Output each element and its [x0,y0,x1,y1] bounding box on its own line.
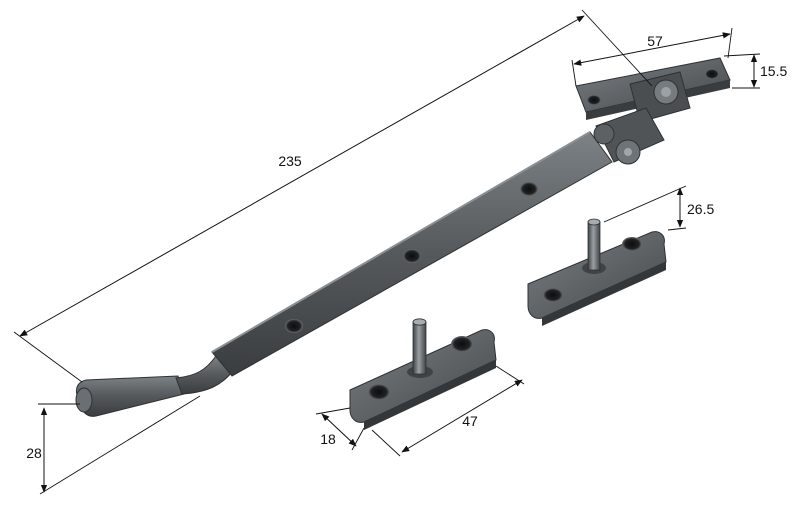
dim-plate-length: 47 [462,413,478,429]
dimension-labels: 235 57 15.5 26.5 28 18 47 [26,33,787,461]
hinge-pivot-center [661,87,671,97]
dim-plate-width-line [321,413,357,447]
countersunk-hole [451,336,473,352]
dim-hinge-height: 15.5 [760,63,787,79]
arm-bar-edge [211,131,591,353]
swivel-pivot-center [624,148,632,156]
pin-shaft [587,221,601,271]
pin-plate-right [527,218,667,326]
stay-arm [75,131,613,417]
dimension-lines [13,9,761,495]
arm-hole [285,319,303,333]
countersunk-hole [543,288,563,302]
hinge-plate-hole [587,95,601,105]
dim-hinge-width: 57 [647,33,663,49]
pin-top [587,218,601,226]
dim-hinge-width-line [573,32,731,66]
swivel-link [595,107,665,163]
arm-hole [403,249,421,263]
dim-overall-length-line [19,15,585,337]
dim-overall-length: 235 [278,153,302,169]
dim-plate-width: 18 [320,431,336,447]
swivel-knuckle [593,123,615,145]
pin-shaft [412,321,427,375]
dim-plate-length-line [401,379,523,453]
hinge-assembly [575,57,731,165]
hinge-plate-hole [705,69,719,79]
dim-handle-drop: 28 [26,445,42,461]
countersunk-hole [622,237,642,251]
countersunk-hole [368,384,390,400]
pin-top [412,318,427,326]
arm-hole [520,182,538,196]
handle-knob [75,375,185,417]
dim-pin-height: 26.5 [687,201,714,217]
handle-end-cap [75,387,93,413]
